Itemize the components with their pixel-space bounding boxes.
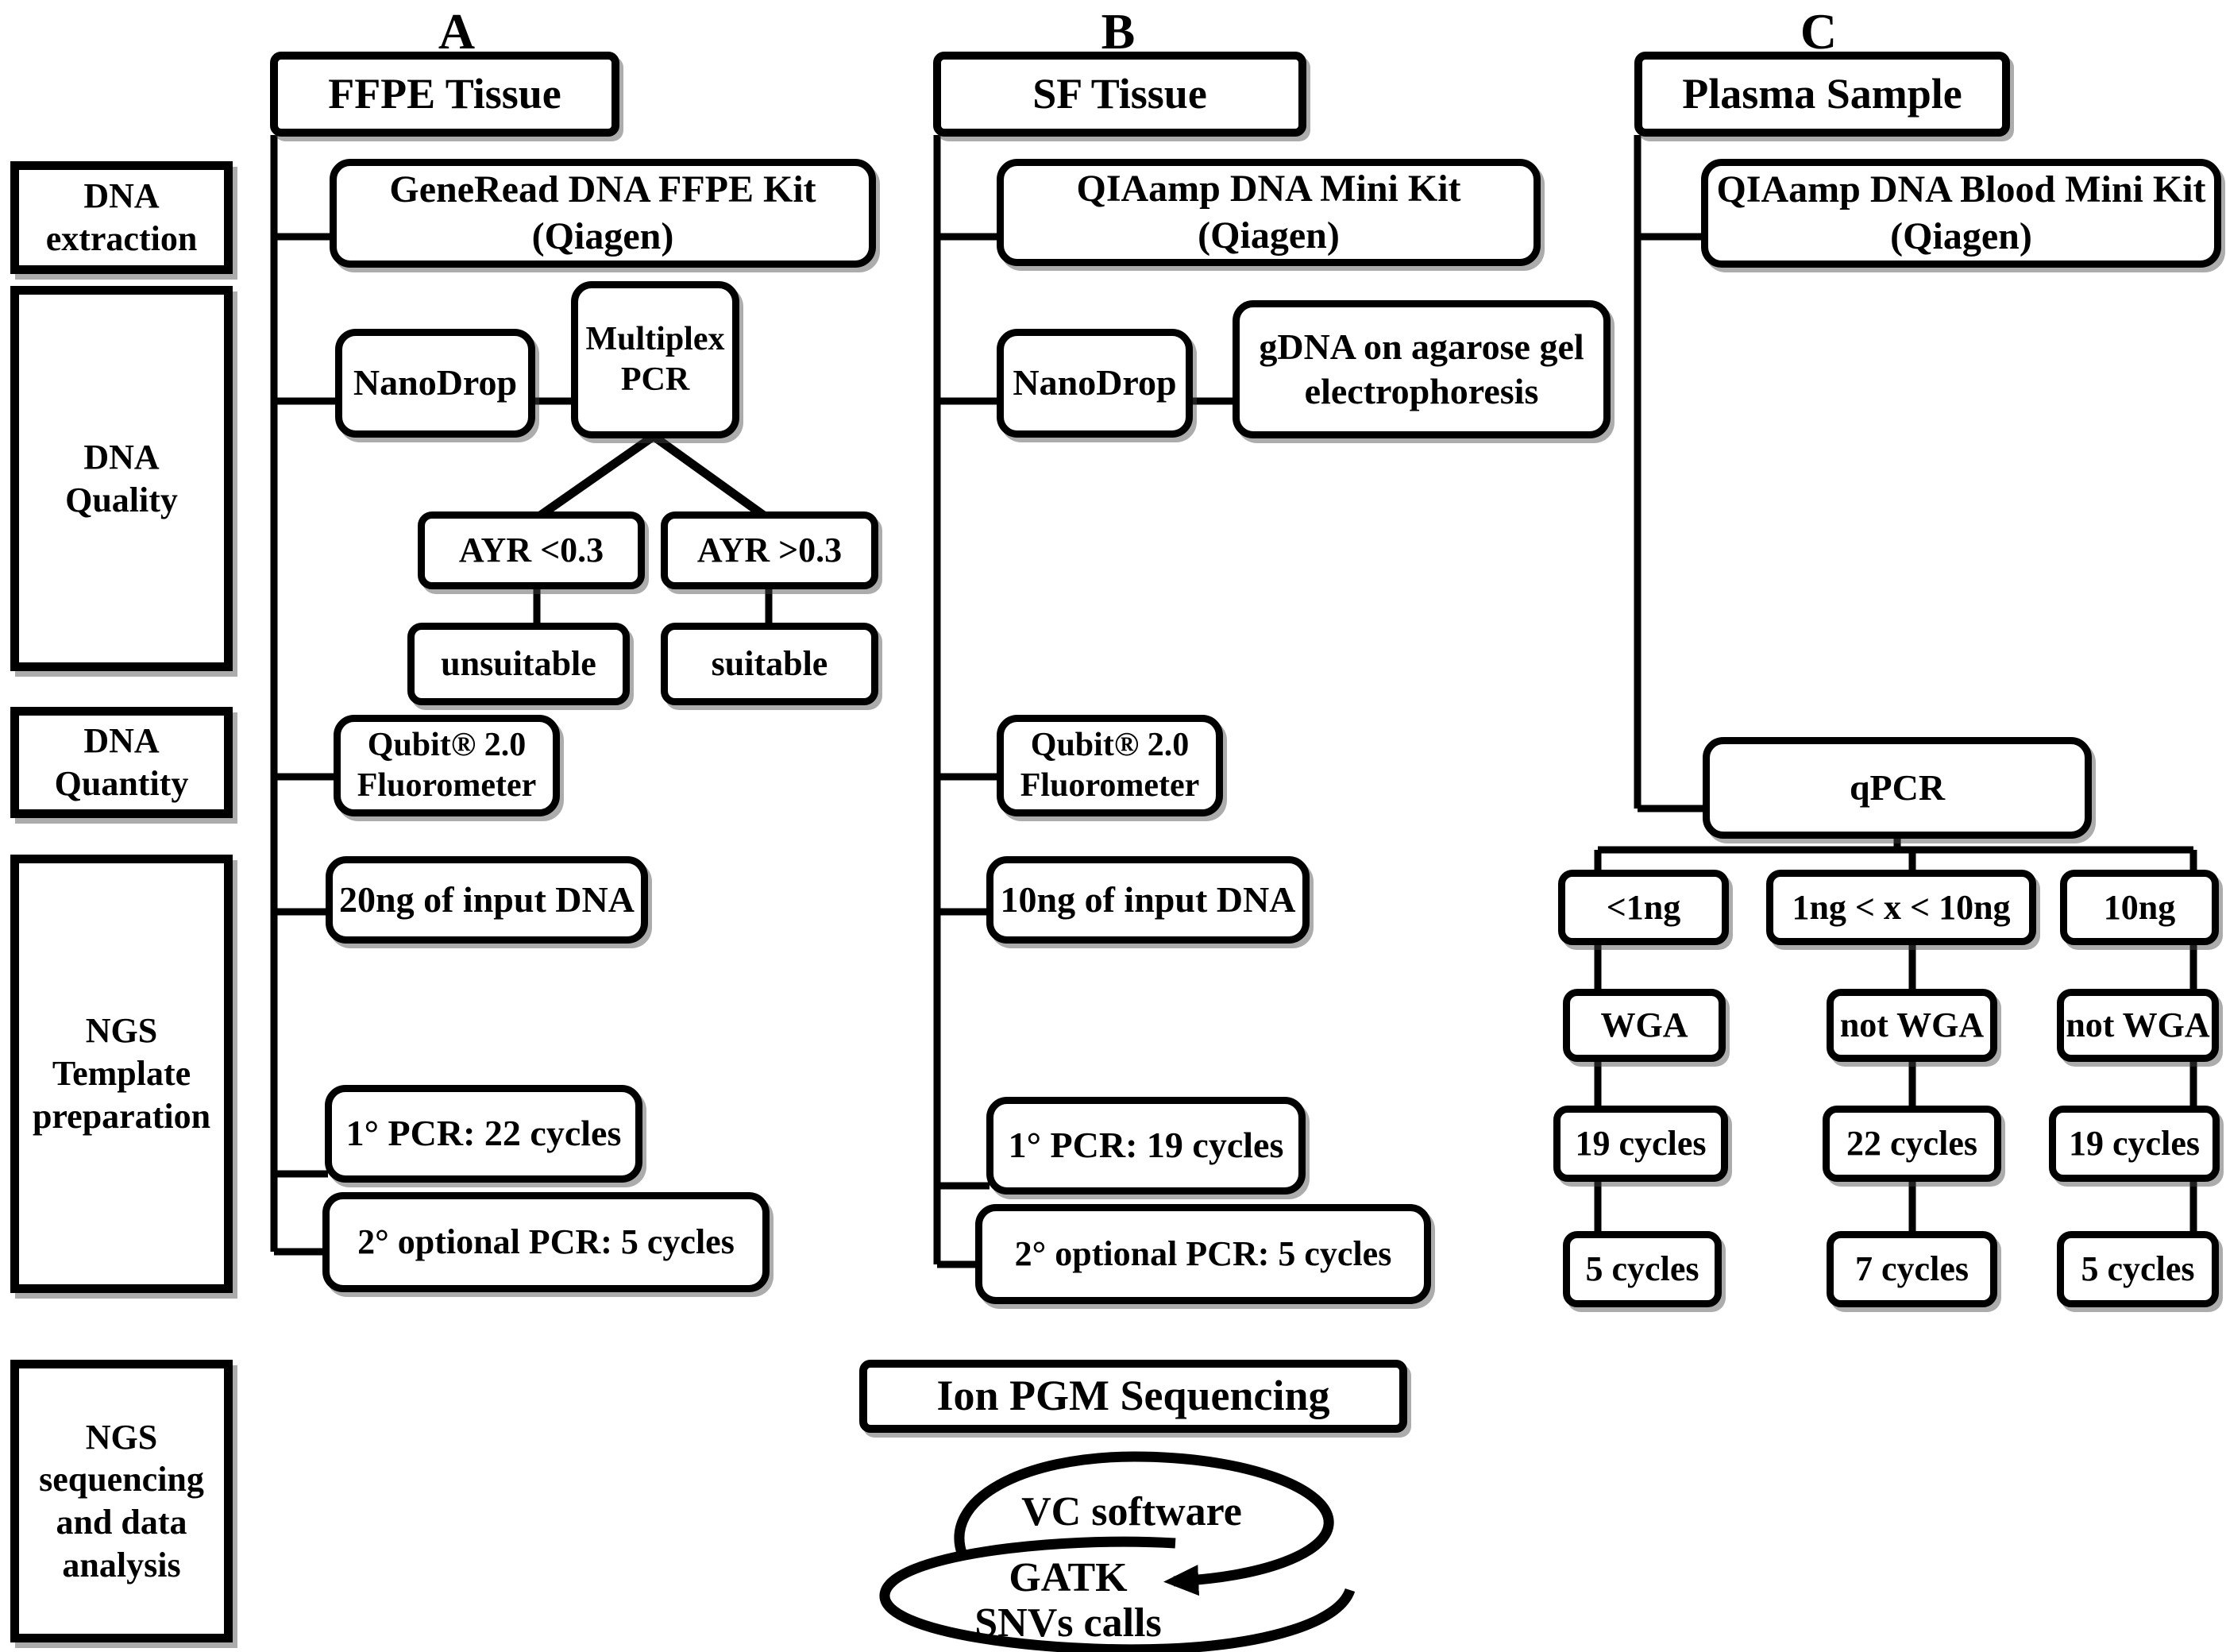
optional-pcr-box-b: 2° optional PCR: 5 cycles <box>975 1204 1431 1304</box>
nanodrop-box-a: NanoDrop <box>335 329 535 438</box>
loop-arrow-top <box>954 1451 1334 1596</box>
gatk-snv-calls-label: GATK SNVs calls <box>974 1555 1162 1646</box>
qiaamp-mini-kit-box: QIAamp DNA Mini Kit (Qiagen) <box>997 159 1541 266</box>
cycles22-box-mid: 22 cycles <box>1823 1106 2001 1182</box>
nanodrop-box-b: NanoDrop <box>997 329 1193 438</box>
quantity-1-to-10ng-box: 1ng < x < 10ng <box>1766 870 2036 945</box>
ffpe-tissue-header-box: FFPE Tissue <box>270 52 619 137</box>
stage-dna-extraction: DNA extraction <box>10 161 233 274</box>
cycles5-box-right: 5 cycles <box>2057 1231 2219 1307</box>
multiplex-pcr-box: Multiplex PCR <box>571 281 739 438</box>
ayr-high-box: AYR >0.3 <box>661 511 878 589</box>
qpcr-box: qPCR <box>1703 737 2092 839</box>
panel-b-connectors <box>933 135 1233 1268</box>
panel-a-label: A <box>438 3 476 60</box>
cycles5-box-left: 5 cycles <box>1563 1231 1722 1307</box>
gdna-agarose-gel-box: gDNA on agarose gel electrophoresis <box>1233 300 1611 438</box>
plasma-sample-header-box: Plasma Sample <box>1634 52 2010 137</box>
loop-arrow-bottom <box>879 1536 1356 1652</box>
stage-ngs-template-preparation: NGS Template preparation <box>10 855 233 1293</box>
cycles7-box-mid: 7 cycles <box>1827 1231 1997 1307</box>
sf-tissue-header-box: SF Tissue <box>933 52 1306 137</box>
stage-dna-quality: DNA Quality <box>10 286 233 671</box>
quantity-10ng-box: 10ng <box>2060 870 2219 945</box>
optional-pcr-box-a: 2° optional PCR: 5 cycles <box>322 1192 770 1292</box>
panel-b-label: B <box>1101 3 1136 60</box>
stage-ngs-sequencing-analysis: NGS sequencing and data analysis <box>10 1360 233 1642</box>
ayr-low-box: AYR <0.3 <box>418 511 645 589</box>
primary-pcr-box-b: 1° PCR: 19 cycles <box>986 1097 1306 1195</box>
panel-c-label: C <box>1800 3 1838 60</box>
suitable-box: suitable <box>661 623 878 705</box>
not-wga-box-right: not WGA <box>2057 989 2219 1062</box>
qubit-fluorometer-box-a: Qubit® 2.0 Fluorometer <box>334 715 560 816</box>
panel-a-connectors <box>270 135 773 1256</box>
cycles19-box-left: 19 cycles <box>1553 1106 1728 1182</box>
analysis-loop-arrows <box>879 1451 1356 1652</box>
cycles19-box-right: 19 cycles <box>2049 1106 2220 1182</box>
qubit-fluorometer-box-b: Qubit® 2.0 Fluorometer <box>997 715 1223 816</box>
not-wga-box-mid: not WGA <box>1827 989 1997 1062</box>
qiaamp-blood-mini-kit-box: QIAamp DNA Blood Mini Kit (Qiagen) <box>1701 159 2221 268</box>
input-dna-box-a: 20ng of input DNA <box>326 856 648 944</box>
stage-dna-quantity: DNA Quantity <box>10 707 233 818</box>
quantity-under-1ng-box: <1ng <box>1558 870 1729 945</box>
wga-box: WGA <box>1563 989 1726 1062</box>
primary-pcr-box-a: 1° PCR: 22 cycles <box>325 1085 642 1183</box>
generead-ffpe-kit-box: GeneRead DNA FFPE Kit (Qiagen) <box>330 159 876 268</box>
ion-pgm-sequencing-box: Ion PGM Sequencing <box>859 1360 1407 1433</box>
unsuitable-box: unsuitable <box>407 623 630 705</box>
input-dna-box-b: 10ng of input DNA <box>986 856 1310 944</box>
vc-software-label: VC software <box>1021 1489 1242 1534</box>
